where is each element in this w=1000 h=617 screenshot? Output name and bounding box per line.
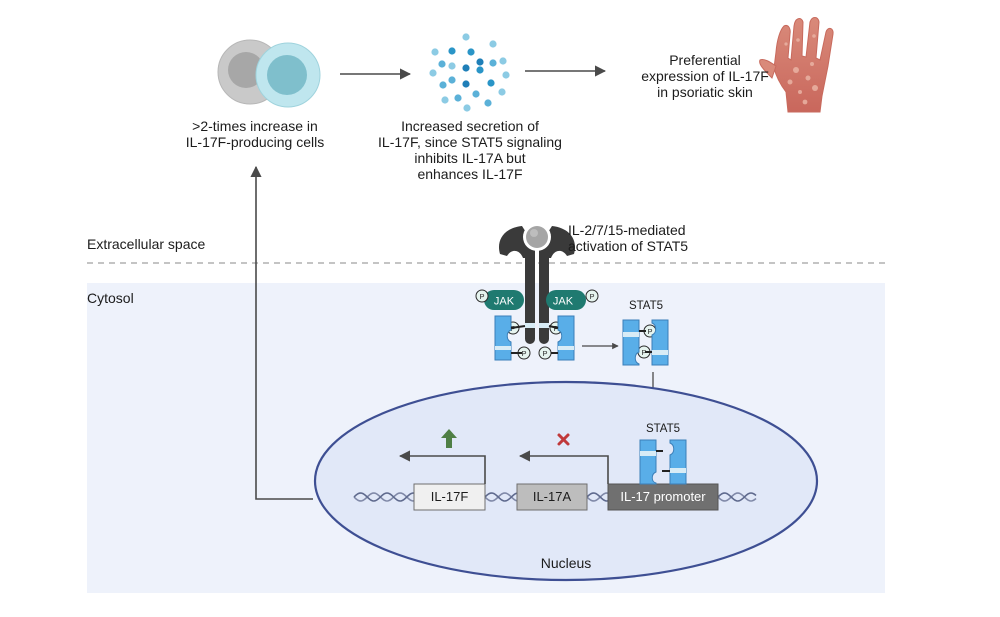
receptor-caption-line-1: IL-2/7/15-mediated	[568, 222, 686, 238]
secreted-particle	[438, 60, 446, 68]
secretion-caption-line-3: inhibits IL-17A but	[414, 150, 526, 166]
stat5-nucleus-label: STAT5	[645, 423, 681, 435]
upregulation-arrow-icon	[441, 429, 457, 448]
secreted-particle	[429, 69, 437, 77]
secreted-particle	[439, 81, 447, 89]
cells-caption-line-1: >2-times increase in	[192, 118, 318, 134]
secretion-caption-line-1: Increased secretion of	[401, 118, 539, 134]
receptor-caption: IL-2/7/15-mediated activation of STAT5	[568, 222, 738, 254]
cells-caption-line-2: IL-17F-producing cells	[185, 134, 325, 150]
dna-strand	[353, 492, 757, 502]
phosphate-icon: P	[517, 346, 531, 360]
secreted-particle	[484, 99, 492, 107]
secreted-particle	[454, 94, 462, 102]
il17f-producing-cells-icon	[217, 39, 321, 108]
stat5-dimer-nucleus	[639, 439, 687, 485]
skin-caption: Preferential expression of IL-17F in pso…	[620, 52, 790, 100]
secreted-particle	[448, 76, 456, 84]
cells-caption: >2-times increase in IL-17F-producing ce…	[160, 118, 350, 150]
secretion-caption-line-2: IL-17F, since STAT5 signaling	[378, 134, 562, 150]
secreted-particle	[489, 59, 497, 67]
extracellular-space-label: Extracellular space	[87, 236, 206, 252]
svg-text:P: P	[641, 348, 646, 357]
secreted-particle	[472, 90, 480, 98]
secretion-caption-line-4: enhances IL-17F	[417, 166, 523, 182]
transcription-arrow-il17f	[398, 450, 486, 484]
secreted-particle	[462, 33, 470, 41]
nucleus-label: Nucleus	[540, 555, 592, 571]
svg-text:P: P	[479, 292, 484, 301]
svg-text:P: P	[542, 349, 547, 358]
stat5-dimer-cytosol	[622, 319, 669, 366]
gene-il17f-box	[413, 483, 486, 511]
svg-text:P: P	[521, 349, 526, 358]
secreted-particle	[431, 48, 439, 56]
arrow-nucleus-to-cells	[250, 165, 313, 500]
phosphate-icon: P	[475, 289, 489, 303]
secreted-particle	[476, 66, 484, 74]
jak-right: JAK	[546, 290, 586, 310]
stat5-cytosol-label: STAT5	[628, 300, 664, 312]
secreted-particle	[498, 88, 506, 96]
cytosol-label: Cytosol	[87, 290, 134, 306]
nucleus	[313, 380, 819, 582]
stat5-receptor-bound-left	[494, 315, 512, 361]
cytokine-receptor	[498, 226, 576, 344]
secreted-particle	[489, 40, 497, 48]
il17-promoter-box	[607, 483, 719, 511]
secreted-particle	[462, 80, 470, 88]
skin-caption-line-2: expression of IL-17F	[641, 68, 769, 84]
gene-il17f-label: IL-17F	[430, 489, 469, 504]
secreted-particle	[448, 47, 456, 55]
il17-promoter-label: IL-17 promoter	[620, 489, 706, 504]
phosphate-icon: P	[538, 346, 552, 360]
jak-left: JAK	[484, 290, 524, 310]
secreted-particle	[462, 64, 470, 72]
transcription-arrow-il17a	[518, 450, 609, 484]
skin-caption-line-1: Preferential	[669, 52, 741, 68]
stat5-receptor-bound-right	[557, 315, 575, 361]
inhibition-x-icon	[557, 433, 570, 446]
svg-text:P: P	[647, 327, 652, 336]
gene-il17a-box	[516, 483, 588, 511]
secreted-particle	[441, 96, 449, 104]
jak-left-label: JAK	[494, 296, 515, 308]
jak-right-label: JAK	[553, 296, 574, 308]
gene-il17a-label: IL-17A	[532, 489, 572, 504]
phosphate-icon: P	[585, 289, 599, 303]
secreted-particle	[502, 71, 510, 79]
svg-text:P: P	[589, 292, 594, 301]
cytokine-ligand-icon	[523, 223, 551, 251]
secretion-caption: Increased secretion of IL-17F, since STA…	[360, 118, 580, 182]
secreted-particle	[463, 104, 471, 112]
secreted-particle	[448, 62, 456, 70]
secreted-particle	[487, 79, 495, 87]
secreted-particle	[499, 57, 507, 65]
secreted-particle	[476, 58, 484, 66]
skin-caption-line-3: in psoriatic skin	[657, 84, 753, 100]
secreted-il17f-particles-icon	[429, 33, 510, 112]
psoriatic-hand-icon	[759, 17, 834, 113]
receptor-caption-line-2: activation of STAT5	[568, 238, 689, 254]
secreted-particle	[467, 48, 475, 56]
